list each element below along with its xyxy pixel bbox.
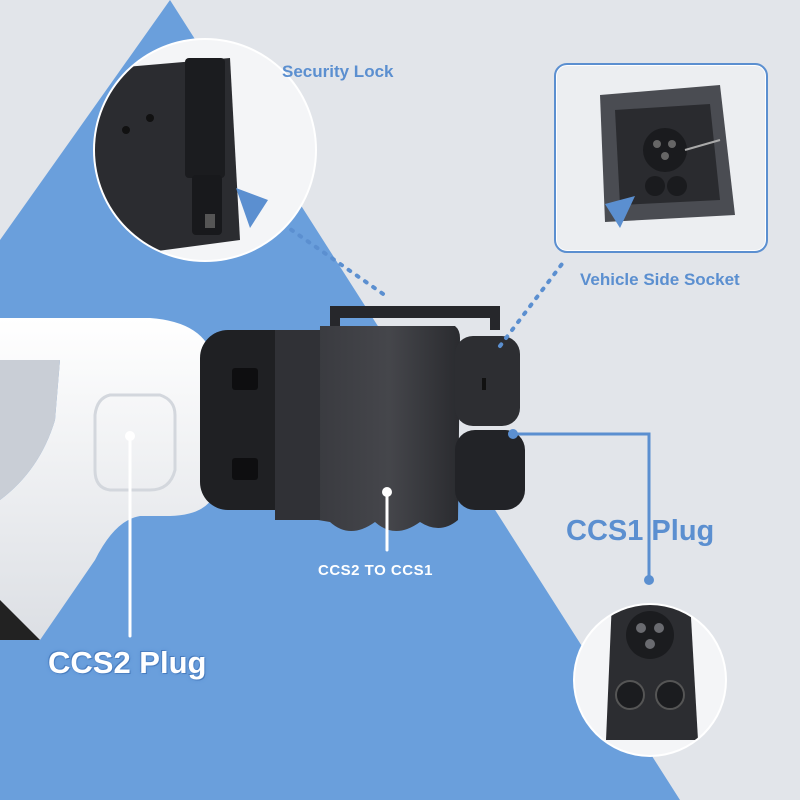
vehicle-socket-arrow bbox=[605, 196, 635, 228]
adapter-label: CCS2 TO CCS1 bbox=[318, 562, 433, 579]
background-corner bbox=[0, 0, 170, 240]
security-lock-leader bbox=[281, 222, 388, 298]
vehicle-socket-leader bbox=[498, 258, 567, 348]
ccs1-leader-dot bbox=[508, 429, 518, 439]
security-lock-label: Security Lock bbox=[282, 62, 394, 81]
ccs2-leader-dot bbox=[125, 431, 135, 441]
ccs1-leader bbox=[511, 432, 651, 582]
security-lock-arrow bbox=[236, 188, 268, 228]
security-lock-inset bbox=[93, 38, 317, 262]
ccs1-plug-label: CCS1 Plug bbox=[566, 515, 715, 547]
vehicle-socket-inset bbox=[554, 63, 768, 253]
ccs2-plug-body bbox=[0, 318, 214, 640]
adapter-leader-dot bbox=[382, 487, 392, 497]
ccs1-plug-end bbox=[455, 336, 525, 510]
adapter-body bbox=[275, 306, 500, 531]
vehicle-socket-label: Vehicle Side Socket bbox=[580, 270, 740, 289]
ccs1-leader-end-dot bbox=[644, 575, 654, 585]
ccs2-plug-label: CCS2 Plug bbox=[48, 645, 207, 680]
callout-leaders bbox=[125, 222, 654, 638]
ccs1-face-inset bbox=[573, 603, 727, 757]
